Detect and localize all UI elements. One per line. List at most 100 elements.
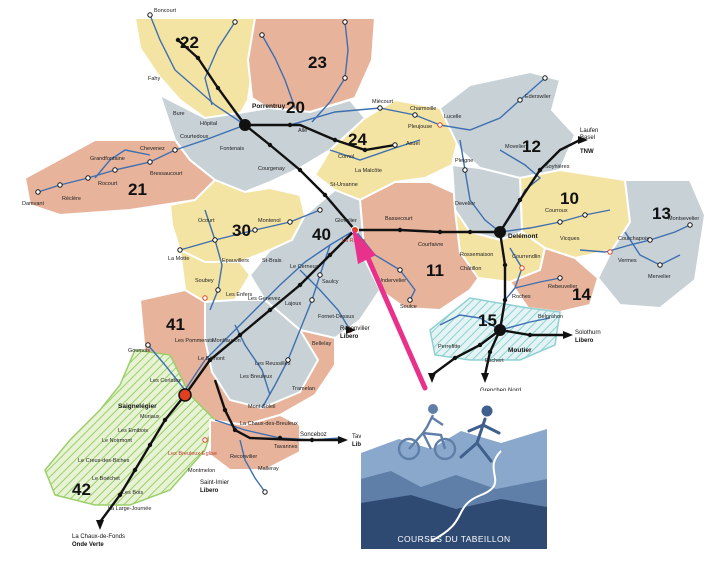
zone-13-area xyxy=(596,179,707,310)
stop-dot xyxy=(332,137,338,143)
stop-label: Goumois xyxy=(128,348,150,354)
zone-number: 30 xyxy=(232,221,251,240)
stop-dot xyxy=(467,229,473,235)
stop-label: Vicques xyxy=(560,236,580,242)
stop-dot xyxy=(537,167,543,173)
stop-dot xyxy=(297,282,303,288)
stop-label: Miécourt xyxy=(372,99,394,105)
stop-dot xyxy=(147,442,153,448)
stop-dot xyxy=(212,237,218,243)
stop-dot xyxy=(175,37,181,43)
stop-label: Courroux xyxy=(545,208,568,214)
arrow-down-icon xyxy=(428,373,436,383)
stop-dot xyxy=(297,167,303,173)
external-label-sub: Libero xyxy=(340,334,359,340)
stop-dot xyxy=(502,262,508,268)
stop-label: Courrendlin xyxy=(512,254,540,260)
stop-label: Soyhières xyxy=(545,164,570,170)
stop-dot xyxy=(262,489,268,495)
arrow-down-icon xyxy=(481,373,489,383)
external-label-sub: Libero xyxy=(575,338,594,344)
stop-label: Lucelle xyxy=(444,114,461,120)
external-label-sub: Onde Verte xyxy=(72,542,104,548)
stop-dot xyxy=(542,75,548,81)
zone-number: 13 xyxy=(652,204,671,223)
stop-label: Asuel xyxy=(406,141,420,147)
stop-label: Montfaucon xyxy=(212,338,241,344)
bus-line xyxy=(579,224,691,253)
stops-layer xyxy=(35,12,693,525)
bus-line xyxy=(299,269,351,331)
stop-dot xyxy=(177,247,183,253)
stop-label: La Large-Journée xyxy=(108,506,151,512)
stop-dot xyxy=(232,427,238,433)
zone-number: 40 xyxy=(312,225,331,244)
rail-line-porrentruy-north xyxy=(177,39,246,126)
stop-dot xyxy=(215,85,221,91)
stop-dot xyxy=(437,122,443,128)
stop-dot xyxy=(215,287,221,293)
zone-numbers: 22 23 20 24 12 21 10 13 30 40 11 14 15 4… xyxy=(72,33,671,499)
stop-dot xyxy=(317,272,323,278)
bus-line xyxy=(624,231,681,266)
stop-label: Tramelan xyxy=(292,386,315,392)
stop-dot xyxy=(112,167,118,173)
stop-label: La Roche xyxy=(342,238,366,244)
stop-dot xyxy=(147,159,153,165)
logo-graphic xyxy=(361,391,547,549)
stop-label: Les Breuleux xyxy=(240,374,272,380)
stop-dot xyxy=(35,189,41,195)
stop-label: Le Boéchet xyxy=(92,476,120,482)
bus-line xyxy=(439,77,546,131)
zone-number: 14 xyxy=(572,285,591,304)
bus-line xyxy=(459,139,501,233)
logo-caption: COURSES DU TABEILLON xyxy=(397,534,511,544)
stop-dot xyxy=(527,332,533,338)
stop-dot xyxy=(202,437,208,443)
stop-label: Damvant xyxy=(22,201,44,207)
stop-label: Pleigne xyxy=(455,158,473,164)
stop-dot xyxy=(557,275,563,281)
bus-line xyxy=(499,317,551,331)
stop-dot xyxy=(437,229,443,235)
stop-dot xyxy=(582,212,588,218)
stop-dot xyxy=(327,252,333,258)
stop-label: Ocourt xyxy=(198,218,215,224)
stop-label: Courgenay xyxy=(258,166,285,172)
hub-delemont-icon xyxy=(494,226,506,238)
stop-dot xyxy=(195,55,201,61)
zone-number: 42 xyxy=(72,480,91,499)
zone-number: 22 xyxy=(180,33,199,52)
stop-label: Rebeuvelier xyxy=(548,284,578,290)
zone-number: 12 xyxy=(522,137,541,156)
stop-label: Roches xyxy=(512,294,531,300)
zone-number: 15 xyxy=(478,311,497,330)
stop-dot xyxy=(607,249,613,255)
stop-dot xyxy=(259,32,265,38)
stop-dot xyxy=(309,297,315,303)
stop-dot xyxy=(287,122,293,128)
bus-line xyxy=(514,277,561,289)
bus-line xyxy=(204,21,236,106)
stop-dot xyxy=(392,142,398,148)
external-label: Saint-Imier xyxy=(200,480,229,486)
external-connections xyxy=(96,136,588,530)
stop-label: Les Bois xyxy=(122,490,143,496)
stop-dot xyxy=(287,219,293,225)
courses-du-tabeillon-logo: COURSES DU TABEILLON xyxy=(361,391,547,549)
stop-dot xyxy=(132,467,138,473)
rail-line-porrentruy-delemont xyxy=(244,124,500,234)
stop-labels: Boncourt Grandfontaine Fahy Bure Hôpital… xyxy=(22,8,699,512)
hub-label: Porrentruy xyxy=(252,103,286,110)
bus-line xyxy=(147,344,186,391)
stop-label: Fornet-Dessus xyxy=(318,314,354,320)
bus-line xyxy=(329,139,421,161)
external-label: Solothurn xyxy=(575,330,601,336)
external-label: Laufen Basel xyxy=(580,128,600,141)
stop-label: Reconvilier xyxy=(230,454,257,460)
stop-label: St-Brais xyxy=(262,258,282,264)
stop-label: Mervelier xyxy=(648,274,671,280)
stop-dot xyxy=(267,142,273,148)
rail-line-tramelan xyxy=(213,379,340,442)
